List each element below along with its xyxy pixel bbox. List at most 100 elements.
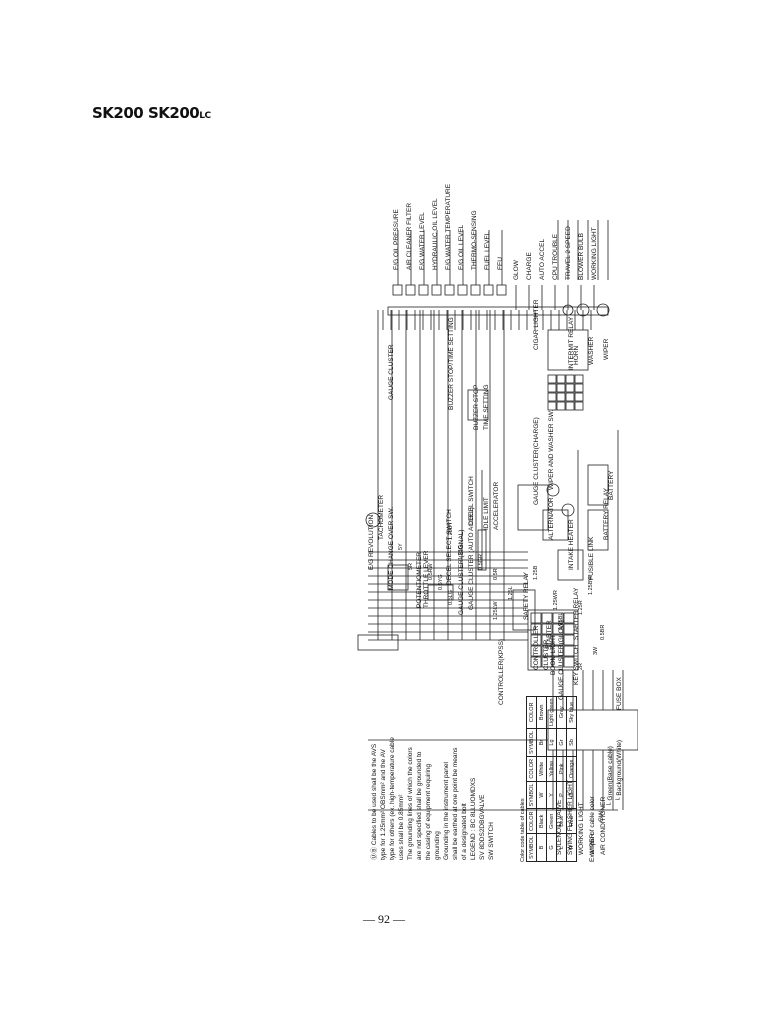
cable-example-code: GW [598, 810, 605, 822]
key-switch-cell [530, 612, 542, 624]
component-label: ACCELERATOR [493, 481, 500, 530]
gauge-terminal [431, 284, 442, 296]
key-switch-cell [541, 623, 553, 635]
horn-circle [562, 304, 574, 316]
component-label: GAUGE CLUSTER(GLOW) [558, 620, 565, 700]
note-line: the casing of equipment requiring [425, 763, 432, 860]
gauge-terminal [418, 284, 429, 296]
note-line: type for others (ex. high-temperature ca… [389, 737, 396, 860]
component-label: E/G REVOLUTION [368, 514, 375, 570]
safety-relay-box [512, 589, 536, 631]
wire-code: 1.25L [508, 586, 514, 600]
gauge-item-label: FUEL LEVEL [484, 231, 491, 270]
wiper-switch-cell [574, 392, 584, 402]
cable-example: Example of cable color GW └ Green(Base c… [588, 682, 624, 862]
gauge-terminal [392, 284, 403, 296]
color-table-cell: Sb [566, 728, 577, 757]
component-label: BUZZER STOP [473, 384, 480, 430]
color-table-cell: Gr [556, 728, 567, 757]
component-label: WIPER [603, 338, 610, 360]
note-line: of a designated bolt [461, 803, 468, 860]
component-label: WASHER [588, 336, 595, 365]
note-line: uses shall be 0.85mm² [398, 794, 405, 860]
key-switch-cell [530, 656, 542, 668]
indicator-label: TRAVEL 2 SPEED [565, 226, 572, 280]
key-switch-cell [552, 656, 564, 668]
key-switch-cell [541, 645, 553, 657]
key-switch-cell [563, 634, 575, 646]
component-label: TIME SETTING [483, 384, 490, 431]
gauge-terminal [470, 284, 481, 296]
wiper-switch-cell [556, 392, 566, 402]
component-label: POTENTIOMETER [416, 552, 423, 608]
key-switch-cell [552, 612, 564, 624]
wire-code: 0.5R [493, 568, 499, 580]
component-label: BATTERY RELAY [603, 488, 610, 540]
color-table-cell: O [566, 781, 577, 809]
wiper-switch-cell [547, 374, 557, 384]
key-switch-cell [530, 623, 542, 635]
component-label: ALTERNATOR [548, 497, 555, 540]
gauge-item-label: FEU [497, 257, 504, 270]
component-label: TACHOMETER [378, 494, 385, 540]
buzzer-switch-box [467, 389, 489, 421]
color-table-header: SYMBOL [526, 728, 537, 757]
key-switch-cell [552, 634, 564, 646]
note-line: The grounding lines of which the colors [407, 747, 414, 860]
component-label: GAUGE CLUSTER (AUTO ACCEL) [468, 507, 475, 610]
component-label: MODE CHANGE OVER SW. [388, 506, 395, 590]
component-label: DECEL SELECT SWITCH [446, 509, 453, 585]
component-label: CONTROLLER [533, 625, 540, 670]
color-table-cell: Y [546, 781, 557, 809]
wire-code: 1.25LW [493, 601, 499, 620]
color-table-cell: Sky blue [566, 696, 577, 729]
indicator-label: WORKING LIGHT [591, 227, 598, 280]
indicator-label: AUTO ACCEL [539, 238, 546, 280]
gauge-terminal [483, 284, 494, 296]
component-label: GAUGE CLUSTER(CHARGE) [533, 417, 540, 505]
indicator-label: GLOW [513, 260, 520, 280]
wiper-switch-cell [574, 374, 584, 384]
gauge-item-label: AIR CLEANER FILTER [406, 202, 413, 270]
wiper-switch-cell [547, 401, 557, 411]
wiper-switch-cell [565, 383, 575, 393]
wiper-switch-cell [547, 392, 557, 402]
key-switch-cell [552, 623, 564, 635]
intermit-relay-box [547, 329, 589, 371]
color-table-header: SYMBOL [526, 833, 537, 862]
component-label: CIGAR LIGHTER [533, 299, 540, 350]
color-table-cell: Brown [536, 696, 547, 729]
potentiometer-box [427, 584, 454, 601]
wire-code: 1.25B [533, 565, 539, 580]
color-table-cell: Green [546, 809, 557, 834]
note-line: ⓊⒷ Cables to be used shall be the AVS [371, 743, 378, 860]
indicator-label: BLOWER BULB [578, 233, 585, 280]
relay-box [542, 509, 569, 541]
component-label: BUZZER STOP/TIME SETTING [448, 317, 455, 410]
eg-revolution-box [357, 634, 399, 651]
note-line: are not specified shall be grounded to [416, 751, 423, 860]
note-line: grounding [434, 831, 441, 860]
wire-code: 5Y [398, 543, 404, 550]
key-switch-cell [530, 634, 542, 646]
color-table-cell: Orange [566, 756, 577, 782]
indicator-label: CHARGE [526, 252, 533, 280]
wire-code: 1.25BY [448, 521, 454, 540]
color-table-cell: W [536, 781, 547, 809]
heater-circle [546, 483, 560, 497]
note-line: LEGEND : BC 8LLUOMDXS [470, 777, 477, 860]
page-title: SK200 SK200LC [92, 104, 211, 122]
color-table-cell: Black [536, 809, 547, 834]
wire-code: 0.5GR [478, 554, 484, 570]
wire-code: 0.5BR [600, 624, 606, 640]
wiper-switch-cell [574, 401, 584, 411]
gauge-item-label: E/G OIL LEVEL [458, 224, 465, 270]
wiper-switch-cell [574, 383, 584, 393]
component-label: GAUGE CLUSTER [388, 344, 395, 400]
key-switch-cell [541, 612, 553, 624]
